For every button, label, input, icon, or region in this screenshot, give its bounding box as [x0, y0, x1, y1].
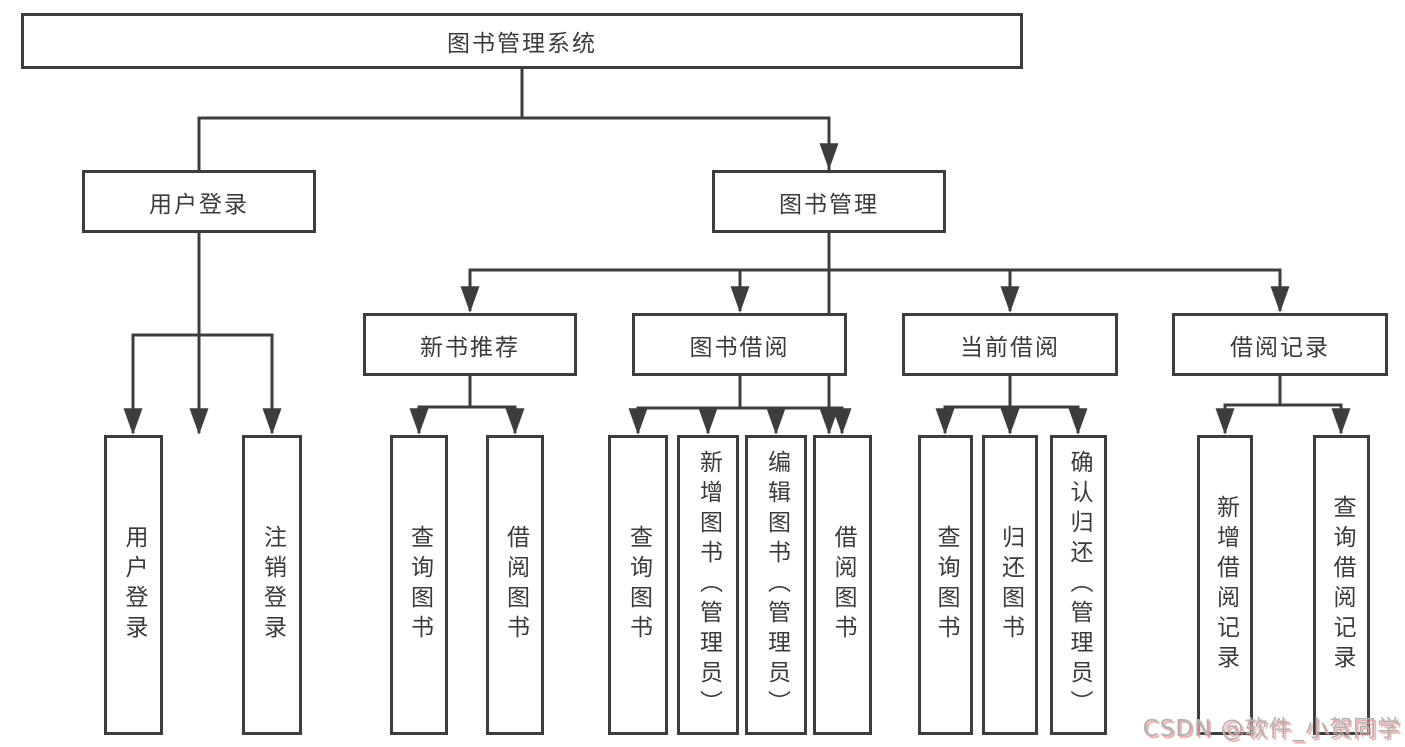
connector-book-borrow-children: [628, 376, 852, 435]
connector-user-login-children: [123, 233, 282, 435]
leaf-edit-book-admin-label: 编辑图书（管理员）: [763, 450, 790, 720]
leaf-query-books-1-label: 查询图书: [406, 525, 433, 645]
leaf-user-login: 用户登录: [104, 435, 163, 735]
leaf-edit-book-admin: 编辑图书（管理员）: [745, 435, 807, 735]
leaf-logout: 注销登录: [242, 435, 302, 735]
leaf-add-borrow-record: 新增借阅记录: [1197, 435, 1253, 735]
node-new-book-recommend: 新书推荐: [363, 313, 577, 376]
node-book-borrowing: 图书借阅: [632, 313, 847, 376]
leaf-borrow-books-2-label: 借阅图书: [830, 525, 856, 645]
connector-book-management-children: [460, 233, 1290, 313]
leaf-query-books-2: 查询图书: [608, 435, 668, 735]
leaf-query-books-2-label: 查询图书: [625, 525, 652, 645]
leaf-add-book-admin: 新增图书（管理员）: [677, 435, 739, 735]
leaf-confirm-return-admin: 确认归还（管理员）: [1050, 435, 1107, 735]
leaf-logout-label: 注销登录: [259, 525, 286, 645]
leaf-query-books-3-label: 查询图书: [933, 525, 959, 645]
node-borrowing-records: 借阅记录: [1172, 313, 1388, 376]
node-current-borrowing: 当前借阅: [902, 313, 1118, 376]
leaf-borrow-books-2: 借阅图书: [813, 435, 872, 735]
watermark: CSDN @软件_小贺同学: [1142, 716, 1401, 742]
leaf-query-borrow-record: 查询借阅记录: [1313, 435, 1370, 735]
leaf-query-books-1: 查询图书: [390, 435, 448, 735]
leaf-user-login-label: 用户登录: [121, 525, 147, 645]
leaf-borrow-books-1-label: 借阅图书: [502, 525, 529, 645]
leaf-confirm-return-admin-label: 确认归还（管理员）: [1066, 450, 1092, 720]
leaf-borrow-books-1: 借阅图书: [486, 435, 544, 735]
connector-root-to-level2: [189, 69, 839, 435]
leaf-add-book-admin-label: 新增图书（管理员）: [695, 450, 722, 720]
connector-borrow-record-children: [1215, 376, 1351, 435]
leaf-query-books-3: 查询图书: [918, 435, 973, 735]
leaf-add-borrow-record-label: 新增借阅记录: [1212, 495, 1239, 675]
connector-new-book-children: [409, 376, 525, 435]
node-book-management: 图书管理: [712, 170, 946, 233]
leaf-return-books: 归还图书: [982, 435, 1038, 735]
leaf-return-books-label: 归还图书: [997, 525, 1024, 645]
node-user-login: 用户登录: [82, 170, 316, 233]
leaf-query-borrow-record-label: 查询借阅记录: [1329, 495, 1355, 675]
connector-current-borrow-children: [935, 376, 1088, 435]
node-library-system: 图书管理系统: [21, 13, 1023, 69]
